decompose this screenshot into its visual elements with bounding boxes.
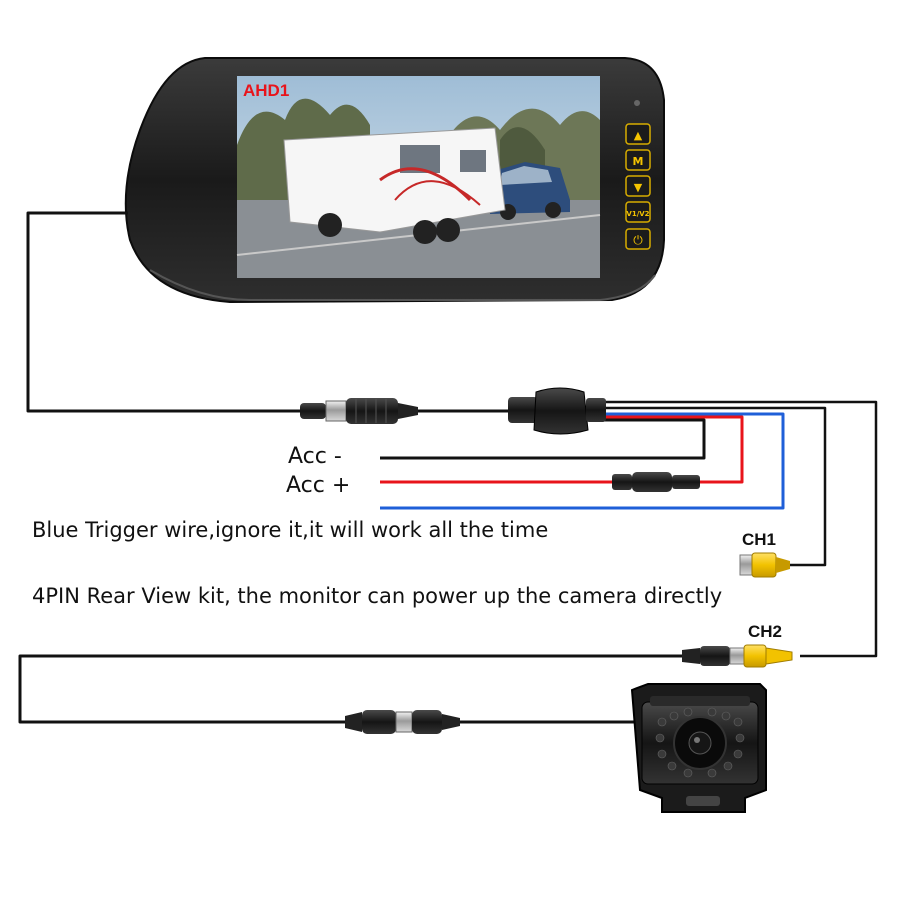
blue-trigger-note: Blue Trigger wire,ignore it,it will work… bbox=[32, 518, 549, 542]
monitor-screen bbox=[236, 76, 601, 278]
acc-positive-wire-out bbox=[605, 415, 744, 484]
ch2-label: CH2 bbox=[748, 622, 783, 641]
channel-switch-icon: V1/V2 bbox=[626, 210, 649, 218]
camera-loop-cable bbox=[18, 654, 682, 724]
ir-leds bbox=[655, 707, 745, 778]
ch2-rca-connector bbox=[682, 644, 793, 668]
screen-channel-badge: AHD1 bbox=[243, 81, 290, 100]
up-arrow-icon: ▲ bbox=[634, 129, 643, 142]
menu-icon: M bbox=[633, 155, 644, 168]
monitor-button-panel: ▲ M ▼ V1/V2 ⏻ bbox=[625, 100, 651, 250]
ch1-label: CH1 bbox=[742, 530, 777, 549]
aviation-connector-top bbox=[300, 398, 418, 424]
acc-negative-label: Acc - bbox=[288, 444, 342, 469]
acc-inline-connector bbox=[612, 472, 700, 492]
wiring bbox=[18, 211, 878, 724]
camera-lens bbox=[688, 731, 712, 755]
ch2-cable bbox=[605, 400, 878, 658]
button-menu[interactable] bbox=[625, 149, 651, 171]
ch1-rca-connector bbox=[739, 552, 790, 578]
monitor-cable bbox=[26, 211, 300, 413]
ch1-cable bbox=[605, 406, 827, 567]
down-arrow-icon: ▼ bbox=[634, 181, 643, 194]
rear-camera bbox=[630, 683, 767, 813]
trigger-wire bbox=[380, 412, 785, 510]
camera-mount-slot bbox=[686, 796, 720, 806]
button-power[interactable] bbox=[625, 228, 651, 250]
kit-note: 4PIN Rear View kit, the monitor can powe… bbox=[32, 584, 723, 608]
acc-negative-wire bbox=[380, 418, 706, 460]
power-icon: ⏻ bbox=[633, 233, 643, 247]
mirror-monitor: ▲ M ▼ V1/V2 ⏻ bbox=[124, 57, 665, 304]
button-channel[interactable] bbox=[625, 201, 651, 223]
aviation-connector-bottom bbox=[345, 710, 460, 734]
button-down[interactable] bbox=[625, 175, 651, 197]
light-sensor bbox=[634, 100, 640, 106]
button-up[interactable] bbox=[625, 123, 651, 145]
acc-positive-label: Acc + bbox=[286, 473, 351, 498]
monitor-lip bbox=[149, 269, 656, 301]
junction-box bbox=[508, 387, 606, 435]
